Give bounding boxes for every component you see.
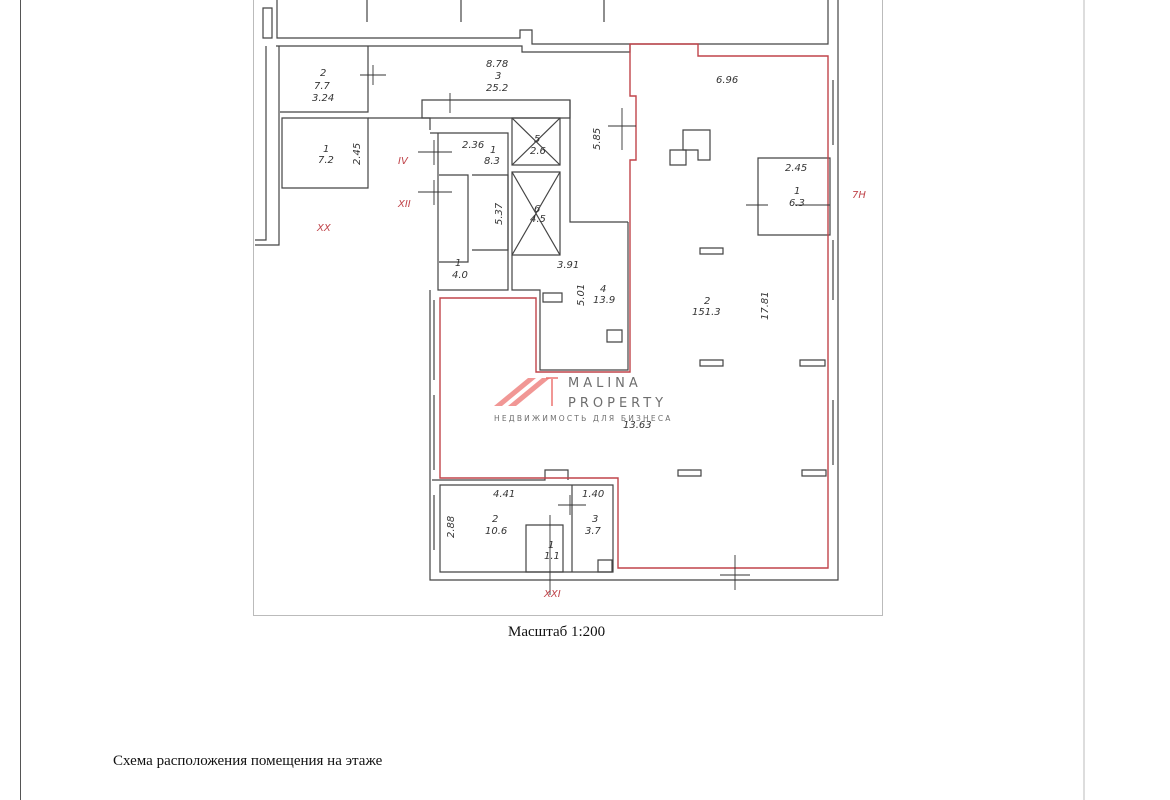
room-label-area: 8.3	[484, 156, 500, 167]
page-border-left	[20, 0, 21, 800]
plan-frame	[253, 0, 883, 616]
plan-caption: Схема расположения помещения на этаже	[113, 753, 383, 769]
logo-stripe-icon	[508, 378, 550, 406]
room-label-area: 1.1	[544, 551, 560, 562]
room-label-dimension: 5.01	[576, 284, 587, 306]
room-label-dimension: 2.45	[785, 163, 807, 174]
room-label-area: 3.7	[585, 526, 602, 537]
room-label-area: 4.0	[452, 270, 468, 281]
floor-plan: 2 7.7 3.24 8.78 3 25.2 1 7.2 2.45 2.36 1…	[255, 0, 866, 600]
room-label-number: 2	[492, 514, 498, 525]
logo-stripe-icon	[494, 378, 536, 406]
axis-ticks	[360, 65, 830, 595]
room-label-area: 10.6	[485, 526, 507, 537]
room-label-number: 2	[704, 296, 710, 307]
malina-property-logo: MALINA PROPERTY НЕДВИЖИМОСТЬ ДЛЯ БИЗНЕСА	[494, 376, 673, 423]
logo-text-line2: PROPERTY	[568, 396, 667, 411]
room-label-dimension: 5.85	[592, 128, 603, 150]
room-label-number: 3	[495, 71, 501, 82]
room-label-number: 5	[534, 134, 540, 145]
room-label-number: 1	[794, 186, 800, 197]
room-label-dimension: 3.91	[557, 260, 579, 271]
logo-text-line1: MALINA	[568, 376, 642, 391]
room-label-area: 7.2	[318, 155, 334, 166]
room-label-dimension: 2.45	[352, 143, 363, 165]
room-label-dimension: 17.81	[760, 291, 771, 320]
logo-tagline: НЕДВИЖИМОСТЬ ДЛЯ БИЗНЕСА	[494, 414, 673, 423]
room-label-dimension: 6.96	[716, 75, 738, 86]
page-border-right	[1083, 0, 1085, 800]
axis-label: IV	[398, 156, 409, 167]
room-label-dimension: 13.63	[623, 420, 652, 431]
room-label-number: 2	[320, 68, 326, 79]
room-label-area: 25.2	[486, 83, 508, 94]
room-label-dimension: 5.37	[494, 202, 505, 225]
room-label-area: 4.5	[530, 214, 546, 225]
room-label-area: 7.7	[314, 81, 331, 92]
room-label-number: 1	[490, 145, 496, 156]
room-label-number: 3	[592, 514, 598, 525]
room-label-number: 1	[548, 540, 554, 551]
axis-label: XII	[397, 199, 411, 210]
room-label-area: 13.9	[593, 295, 615, 306]
room-label-dimension: 8.78	[486, 59, 508, 70]
room-label-area: 2.6	[530, 146, 546, 157]
room-label-dimension: 4.41	[493, 489, 515, 500]
room-label-dimension: 1.40	[582, 489, 604, 500]
axis-label: XXI	[543, 589, 561, 600]
axis-label: XX	[316, 223, 332, 234]
axis-labels: IV XII XX 7H XXI	[316, 156, 866, 600]
room-labels: 2 7.7 3.24 8.78 3 25.2 1 7.2 2.45 2.36 1…	[312, 59, 807, 562]
scale-label: Масштаб 1:200	[508, 624, 606, 640]
highlighted-unit-outline	[439, 43, 829, 569]
room-label-dimension: 2.36	[462, 140, 484, 151]
room-label-area: 151.3	[692, 307, 721, 318]
room-label-number: 6	[534, 204, 540, 215]
room-label-area: 6.3	[789, 198, 805, 209]
walls	[255, 0, 839, 581]
room-label-dimension: 2.88	[446, 516, 457, 538]
room-label-number: 1	[455, 258, 461, 269]
axis-label: 7H	[852, 190, 866, 201]
room-label-number: 4	[600, 284, 606, 295]
room-label-dimension: 3.24	[312, 93, 334, 104]
room-label-number: 1	[323, 144, 329, 155]
logo-stripe-icon	[546, 377, 558, 406]
